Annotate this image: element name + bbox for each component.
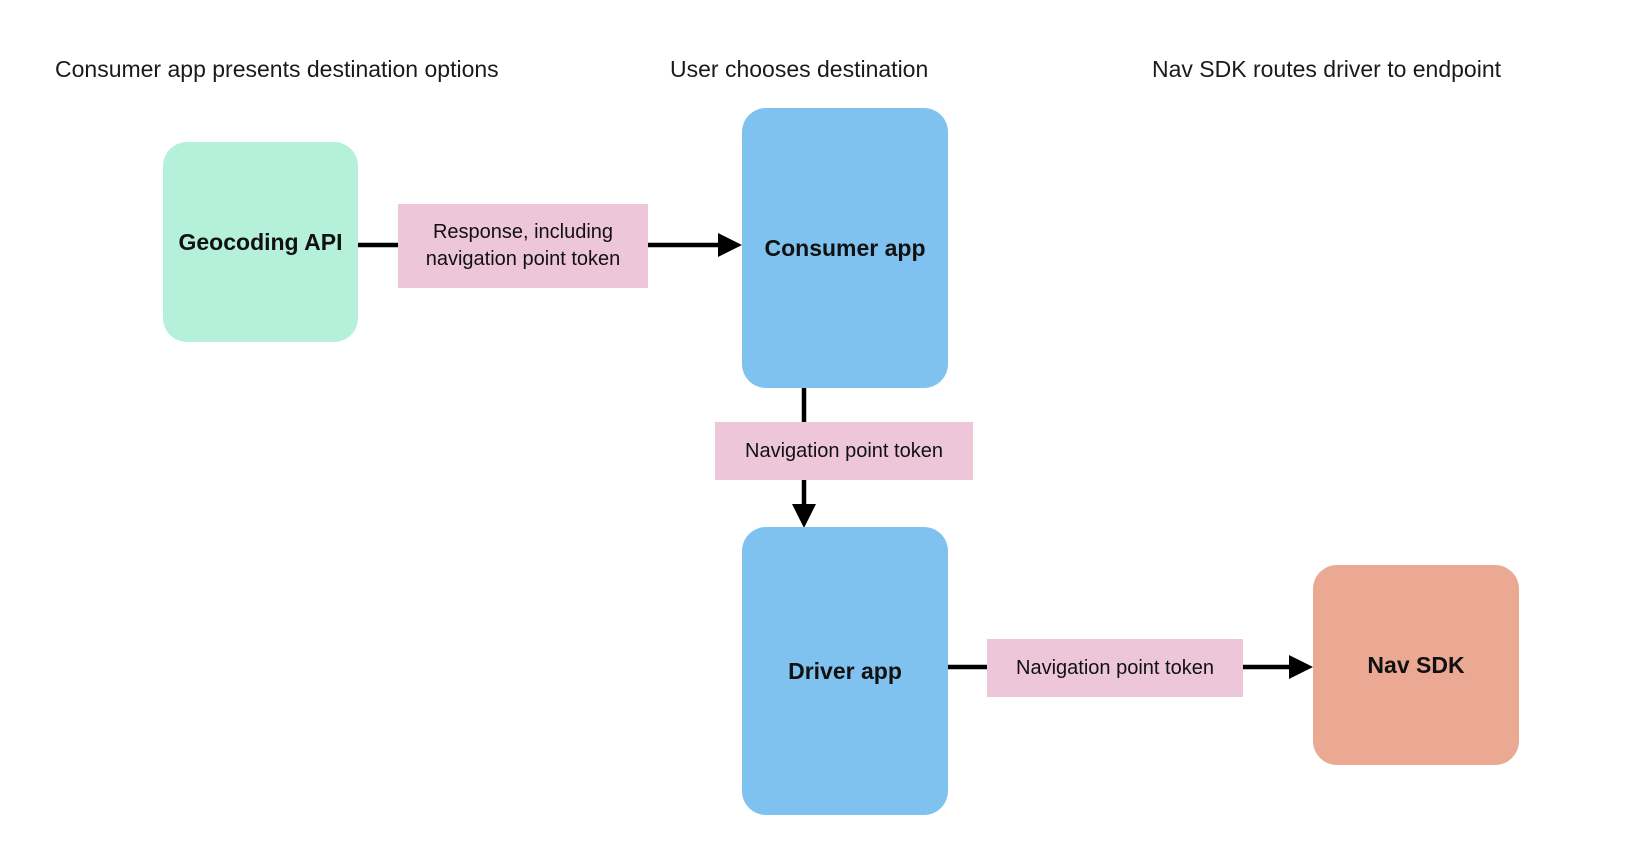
node-label-geocoding-api: Geocoding API	[178, 229, 343, 255]
arrowhead-to-consumer-app	[718, 233, 742, 257]
arrowhead-to-nav-sdk	[1289, 655, 1313, 679]
arrowhead-to-driver-app	[792, 504, 816, 528]
edge-label-navigation-point-token-driver-to-navsdk: Navigation point token	[987, 639, 1243, 697]
node-label-consumer-app: Consumer app	[764, 235, 926, 261]
node-consumer-app[interactable]: Consumer app	[742, 108, 948, 388]
node-label-nav-sdk: Nav SDK	[1367, 652, 1465, 678]
edge-label-text-driver-to-navsdk: Navigation point token	[1016, 656, 1214, 679]
column-header-consumer-app-presents-destination-options: Consumer app presents destination option…	[55, 56, 499, 82]
edge-label-text-geocoding-to-consumer: Response, including navigation point tok…	[425, 221, 621, 270]
node-driver-app[interactable]: Driver app	[742, 527, 948, 815]
node-nav-sdk[interactable]: Nav SDK	[1313, 565, 1519, 765]
edge-label-navigation-point-token-consumer-to-driver: Navigation point token	[715, 422, 973, 480]
column-header-nav-sdk-routes-driver-to-endpoint: Nav SDK routes driver to endpoint	[1152, 56, 1502, 82]
edge-label-response-including-navigation-point-token: Response, including navigation point tok…	[398, 204, 648, 288]
column-header-user-chooses-destination: User chooses destination	[670, 56, 929, 82]
node-label-driver-app: Driver app	[788, 658, 902, 684]
edge-label-text-consumer-to-driver: Navigation point token	[745, 439, 943, 462]
node-geocoding-api[interactable]: Geocoding API	[163, 142, 358, 342]
